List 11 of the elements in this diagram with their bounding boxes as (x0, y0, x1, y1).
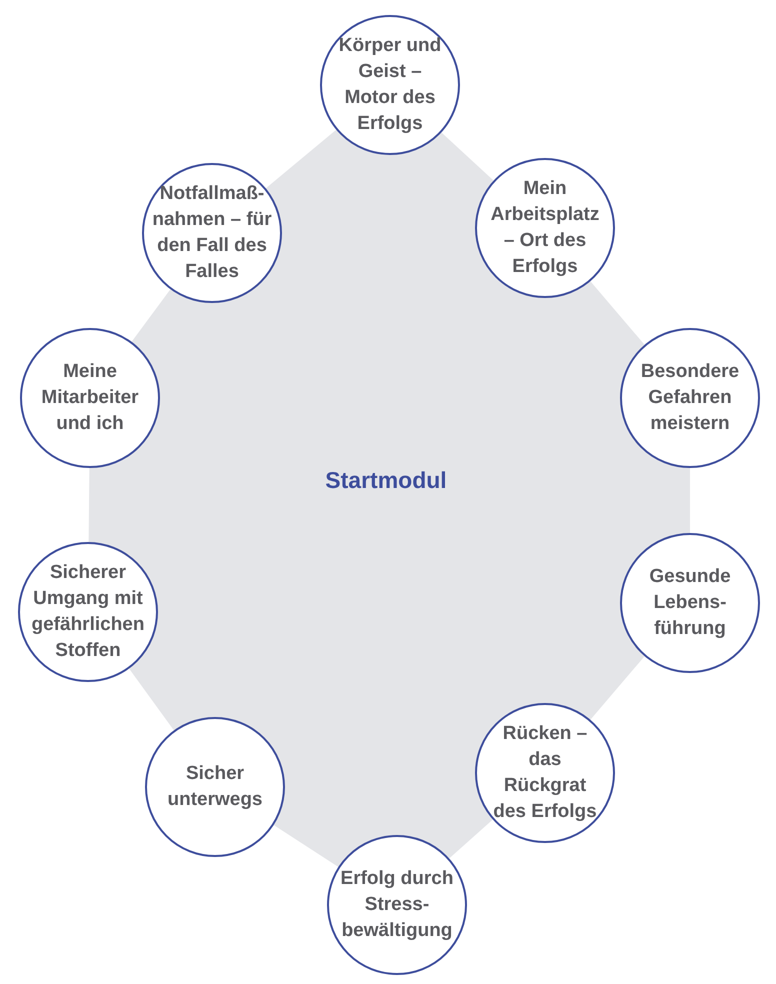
module-label: Körper und Geist – Motor des Erfolgs (338, 34, 442, 136)
module-label: Mein Arbeitsplatz – Ort des Erfolgs (490, 177, 600, 279)
module-label: Sicher unterwegs (166, 762, 264, 812)
module-label: Sicherer Umgang mit gefährlichen Stoffen (30, 561, 146, 663)
module-label: Meine Mitarbeiter und ich (40, 360, 140, 436)
module-label: Besondere Gefahren meistern (640, 360, 740, 436)
module-label: Erfolg durch Stress- bewältigung (340, 867, 454, 943)
module-label: Rücken – das Rückgrat des Erfolgs (492, 722, 598, 824)
module-label: Gesunde Lebens- führung (648, 565, 732, 641)
module-label: Notfallmaß- nahmen – für den Fall des Falles (151, 182, 273, 284)
center-label: Startmodul (325, 466, 447, 495)
